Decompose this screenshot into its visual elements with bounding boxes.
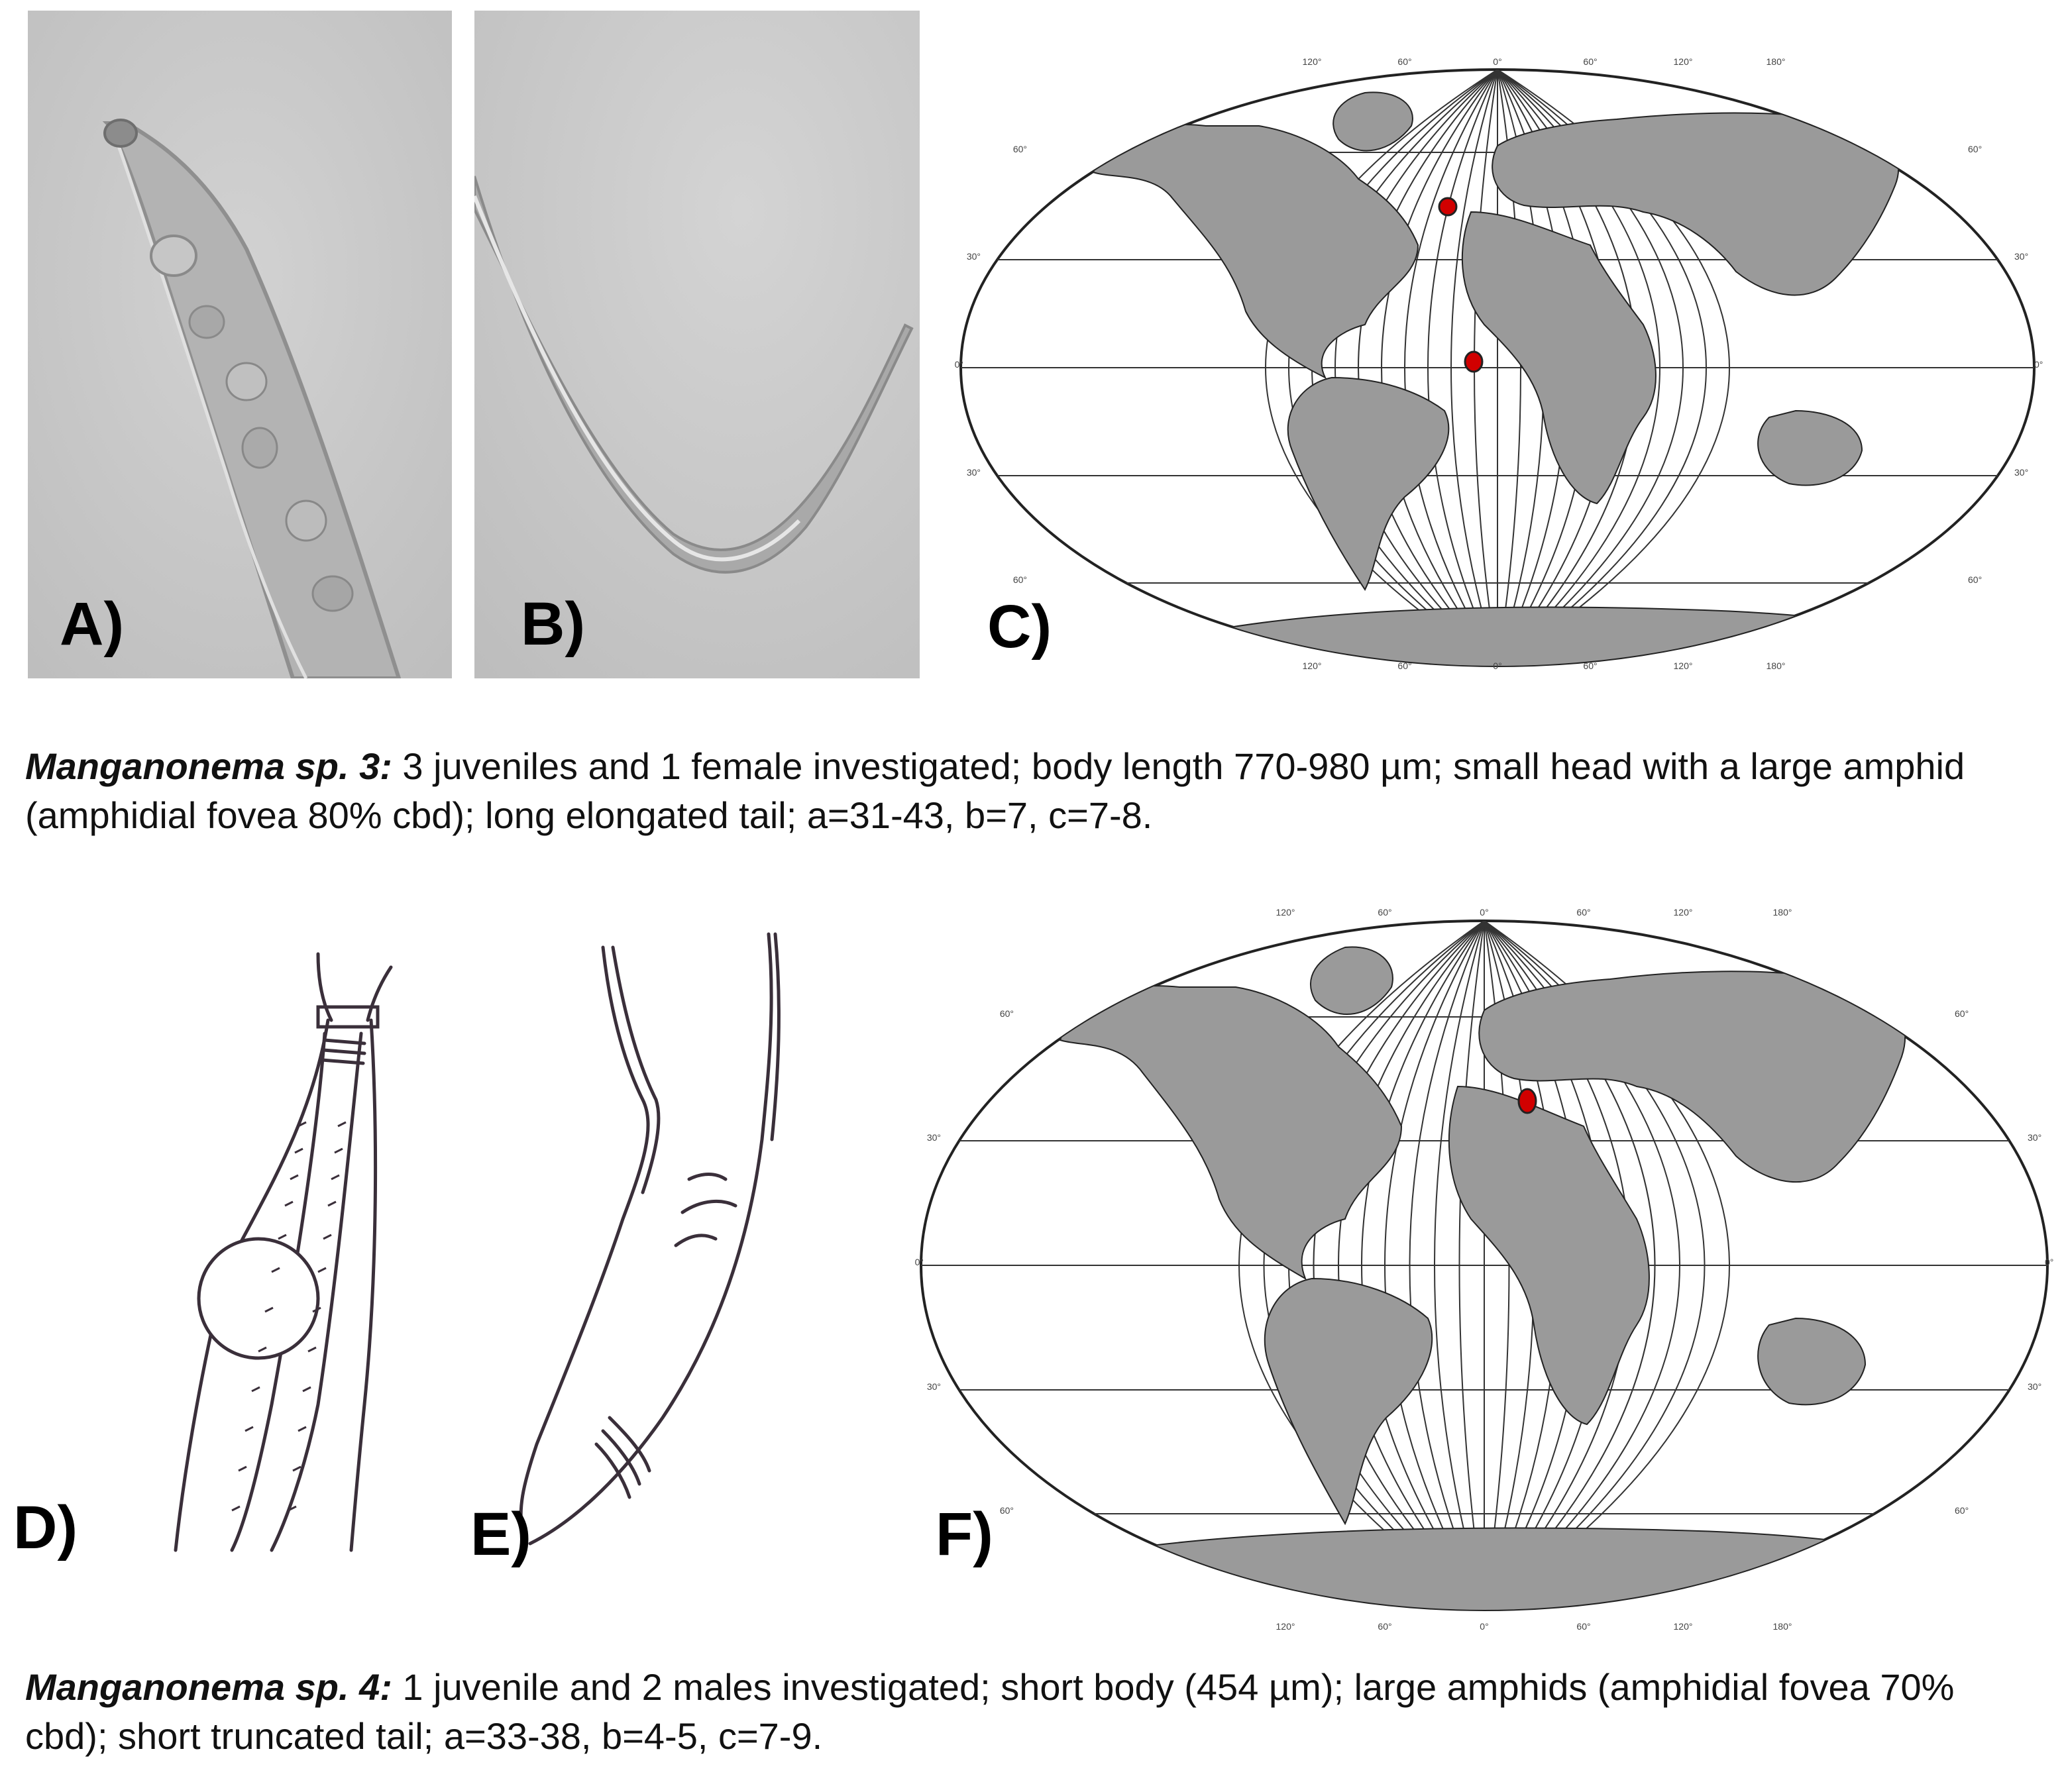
panel-b-photo: B) [474, 11, 920, 678]
lat-tick-right-2: 0° [2045, 1257, 2053, 1267]
lat-tick-left-2: 0° [915, 1257, 924, 1267]
panel-label-a: A) [60, 590, 125, 658]
nematode-head-drawing [174, 952, 393, 1552]
nematode-head-micrograph [28, 11, 452, 678]
species-description-3: 3 juveniles and 1 female investigated; b… [25, 745, 1965, 836]
lon-tick-bottom-1: 60° [1397, 660, 1411, 669]
lon-tick-top-3: 60° [1576, 907, 1590, 918]
continents-c [1092, 91, 2015, 666]
lon-tick-bottom-3: 60° [1583, 660, 1597, 669]
lon-tick-bottom-0: 120° [1276, 1621, 1295, 1632]
species-name-3: Manganonema sp. 3: [25, 745, 392, 787]
caption-species-3: Manganonema sp. 3: 3 juveniles and 1 fem… [25, 742, 2046, 840]
lat-tick-right-3: 30° [2028, 1381, 2041, 1392]
lon-tick-bottom-1: 60° [1378, 1621, 1391, 1632]
world-map-f: 120° 120° 60° 60° 0° 0° 60° 60° 120° 120° 180° 180°… [915, 907, 2054, 1632]
lon-tick-top-5: 180° [1773, 907, 1792, 918]
lat-tick-right-0: 60° [1968, 144, 1982, 154]
lon-tick-bottom-5: 180° [1773, 1621, 1792, 1632]
lon-tick-top-1: 60° [1397, 56, 1411, 67]
lon-tick-bottom-2: 0° [1493, 660, 1501, 669]
lat-tick-left-1: 30° [967, 251, 981, 262]
lon-tick-top-5: 180° [1767, 56, 1786, 67]
species-description-4: 1 juvenile and 2 males investigated; sho… [25, 1666, 1955, 1757]
lon-tick-top-2: 0° [1493, 56, 1501, 67]
lon-tick-top-3: 60° [1583, 56, 1597, 67]
lat-tick-right-1: 30° [2028, 1132, 2041, 1143]
sample-markers-f [1517, 1088, 1537, 1114]
panel-f-map: 120° 120° 60° 60° 0° 0° 60° 60° 120° 120° 180° 180°… [914, 894, 2054, 1636]
panel-label-b: B) [521, 590, 586, 658]
lon-tick-bottom-4: 120° [1674, 1621, 1693, 1632]
nematode-tail-drawing [519, 932, 781, 1546]
lon-tick-bottom-4: 120° [1674, 660, 1693, 669]
lat-tick-right-3: 30° [2014, 467, 2028, 478]
panel-e-drawing: E) [464, 901, 835, 1577]
lat-tick-right-1: 30° [2014, 251, 2028, 262]
panel-c-map: 120° 120° 60° 60° 0° 0° 60° 60° 120° 120° 180° 180°… [954, 46, 2054, 669]
lat-tick-left-4: 60° [1000, 1505, 1014, 1516]
lon-tick-top-0: 120° [1303, 56, 1322, 67]
species-name-4: Manganonema sp. 4: [25, 1666, 392, 1708]
lat-tick-right-0: 60° [1955, 1008, 1969, 1019]
panel-a-photo: A) [28, 11, 452, 678]
lat-tick-right-4: 60° [1955, 1505, 1969, 1516]
panel-label-c: C) [987, 593, 1052, 660]
lat-tick-left-3: 30° [967, 467, 981, 478]
lon-tick-top-4: 120° [1674, 907, 1693, 918]
lon-tick-bottom-3: 60° [1576, 1621, 1590, 1632]
lon-tick-top-2: 0° [1480, 907, 1488, 918]
lon-tick-bottom-2: 0° [1480, 1621, 1488, 1632]
panel-label-d: D) [13, 1494, 78, 1561]
lon-tick-top-1: 60° [1378, 907, 1391, 918]
lat-tick-left-0: 60° [1000, 1008, 1014, 1019]
lon-tick-top-0: 120° [1276, 907, 1295, 918]
sample-markers-c [1438, 197, 1484, 373]
panel-label-e: E) [470, 1501, 531, 1568]
nematode-tail-micrograph [474, 11, 920, 678]
lat-tick-left-0: 60° [1013, 144, 1027, 154]
lon-tick-bottom-5: 180° [1767, 660, 1786, 669]
world-map-c: 120° 120° 60° 60° 0° 0° 60° 60° 120° 120° 180° 180°… [955, 56, 2043, 669]
lat-tick-right-4: 60° [1968, 574, 1982, 585]
lon-tick-bottom-0: 120° [1303, 660, 1322, 669]
lat-tick-left-3: 30° [927, 1381, 941, 1392]
lat-tick-left-4: 60° [1013, 574, 1027, 585]
panel-label-f: F) [936, 1501, 993, 1568]
caption-species-4: Manganonema sp. 4: 1 juvenile and 2 male… [25, 1663, 2046, 1761]
lat-tick-left-2: 0° [955, 359, 963, 370]
lat-tick-left-1: 30° [927, 1132, 941, 1143]
panel-d-drawing: D) [7, 927, 431, 1577]
lat-tick-right-2: 0° [2034, 359, 2043, 370]
lon-tick-top-4: 120° [1674, 56, 1693, 67]
